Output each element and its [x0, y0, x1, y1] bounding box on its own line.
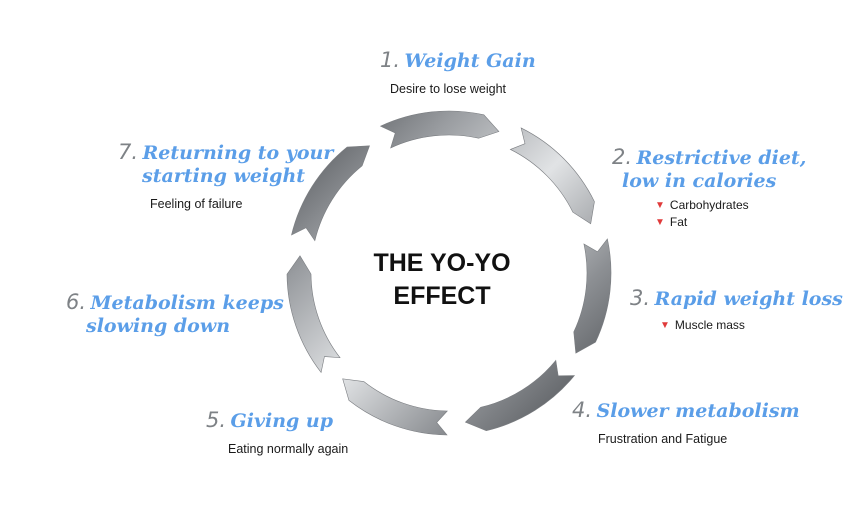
step-6: 6. Metabolism keeps slowing down [66, 290, 284, 338]
step-5: 5. Giving up Eating normally again [206, 408, 348, 456]
step-6-number: 6. [66, 290, 87, 314]
step-3: 3. Rapid weight loss ▼Muscle mass [630, 286, 843, 334]
center-title: THE YO-YO EFFECT [362, 247, 522, 313]
down-arrow-icon: ▼ [660, 319, 670, 331]
down-arrow-icon: ▼ [655, 199, 665, 211]
cycle-segment-2 [509, 127, 595, 225]
step-7-title: Returning to your [142, 142, 334, 164]
step-2: 2. Restrictive diet, low in calories ▼Ca… [612, 145, 806, 231]
cycle-segment-3 [573, 238, 612, 354]
step-3-number: 3. [630, 286, 651, 310]
step-1-desc: Desire to lose weight [390, 81, 507, 96]
center-title-line1: THE YO-YO [373, 249, 511, 277]
step-5-desc: Eating normally again [228, 441, 349, 456]
step-2-title-line2: low in calories [622, 169, 777, 192]
step-6-title: Metabolism keeps [90, 292, 284, 314]
step-7: 7. Returning to your starting weight Fee… [118, 140, 333, 211]
step-1: 1. Weight Gain Desire to lose weight [380, 48, 536, 96]
cycle-segment-1 [379, 110, 500, 149]
step-4-title: Slower metabolism [596, 400, 800, 422]
step-4-number: 4. [572, 398, 593, 422]
cycle-segment-5 [342, 378, 448, 436]
cycle-segment-6 [286, 255, 341, 374]
step-2-title: Restrictive diet, [636, 147, 807, 169]
step-5-number: 5. [206, 408, 227, 432]
step-2-item-2: ▼Fat [655, 214, 688, 229]
step-5-title: Giving up [230, 410, 334, 432]
step-4: 4. Slower metabolism Frustration and Fat… [572, 398, 800, 446]
cycle-segment-7 [291, 145, 370, 242]
step-7-title-line2: starting weight [142, 164, 306, 187]
step-7-desc: Feeling of failure [150, 196, 243, 211]
step-1-number: 1. [380, 48, 401, 72]
step-2-item-1: ▼Carbohydrates [655, 197, 749, 212]
step-7-number: 7. [118, 140, 139, 164]
down-arrow-icon: ▼ [655, 216, 665, 228]
step-4-desc: Frustration and Fatigue [598, 431, 728, 446]
step-2-number: 2. [612, 145, 633, 169]
step-1-title: Weight Gain [404, 50, 536, 72]
step-3-item-1: ▼Muscle mass [660, 317, 745, 332]
step-3-title: Rapid weight loss [654, 288, 843, 310]
cycle-segment-4 [464, 359, 576, 431]
step-6-title-line2: slowing down [86, 314, 231, 337]
center-title-line2: EFFECT [393, 282, 491, 310]
